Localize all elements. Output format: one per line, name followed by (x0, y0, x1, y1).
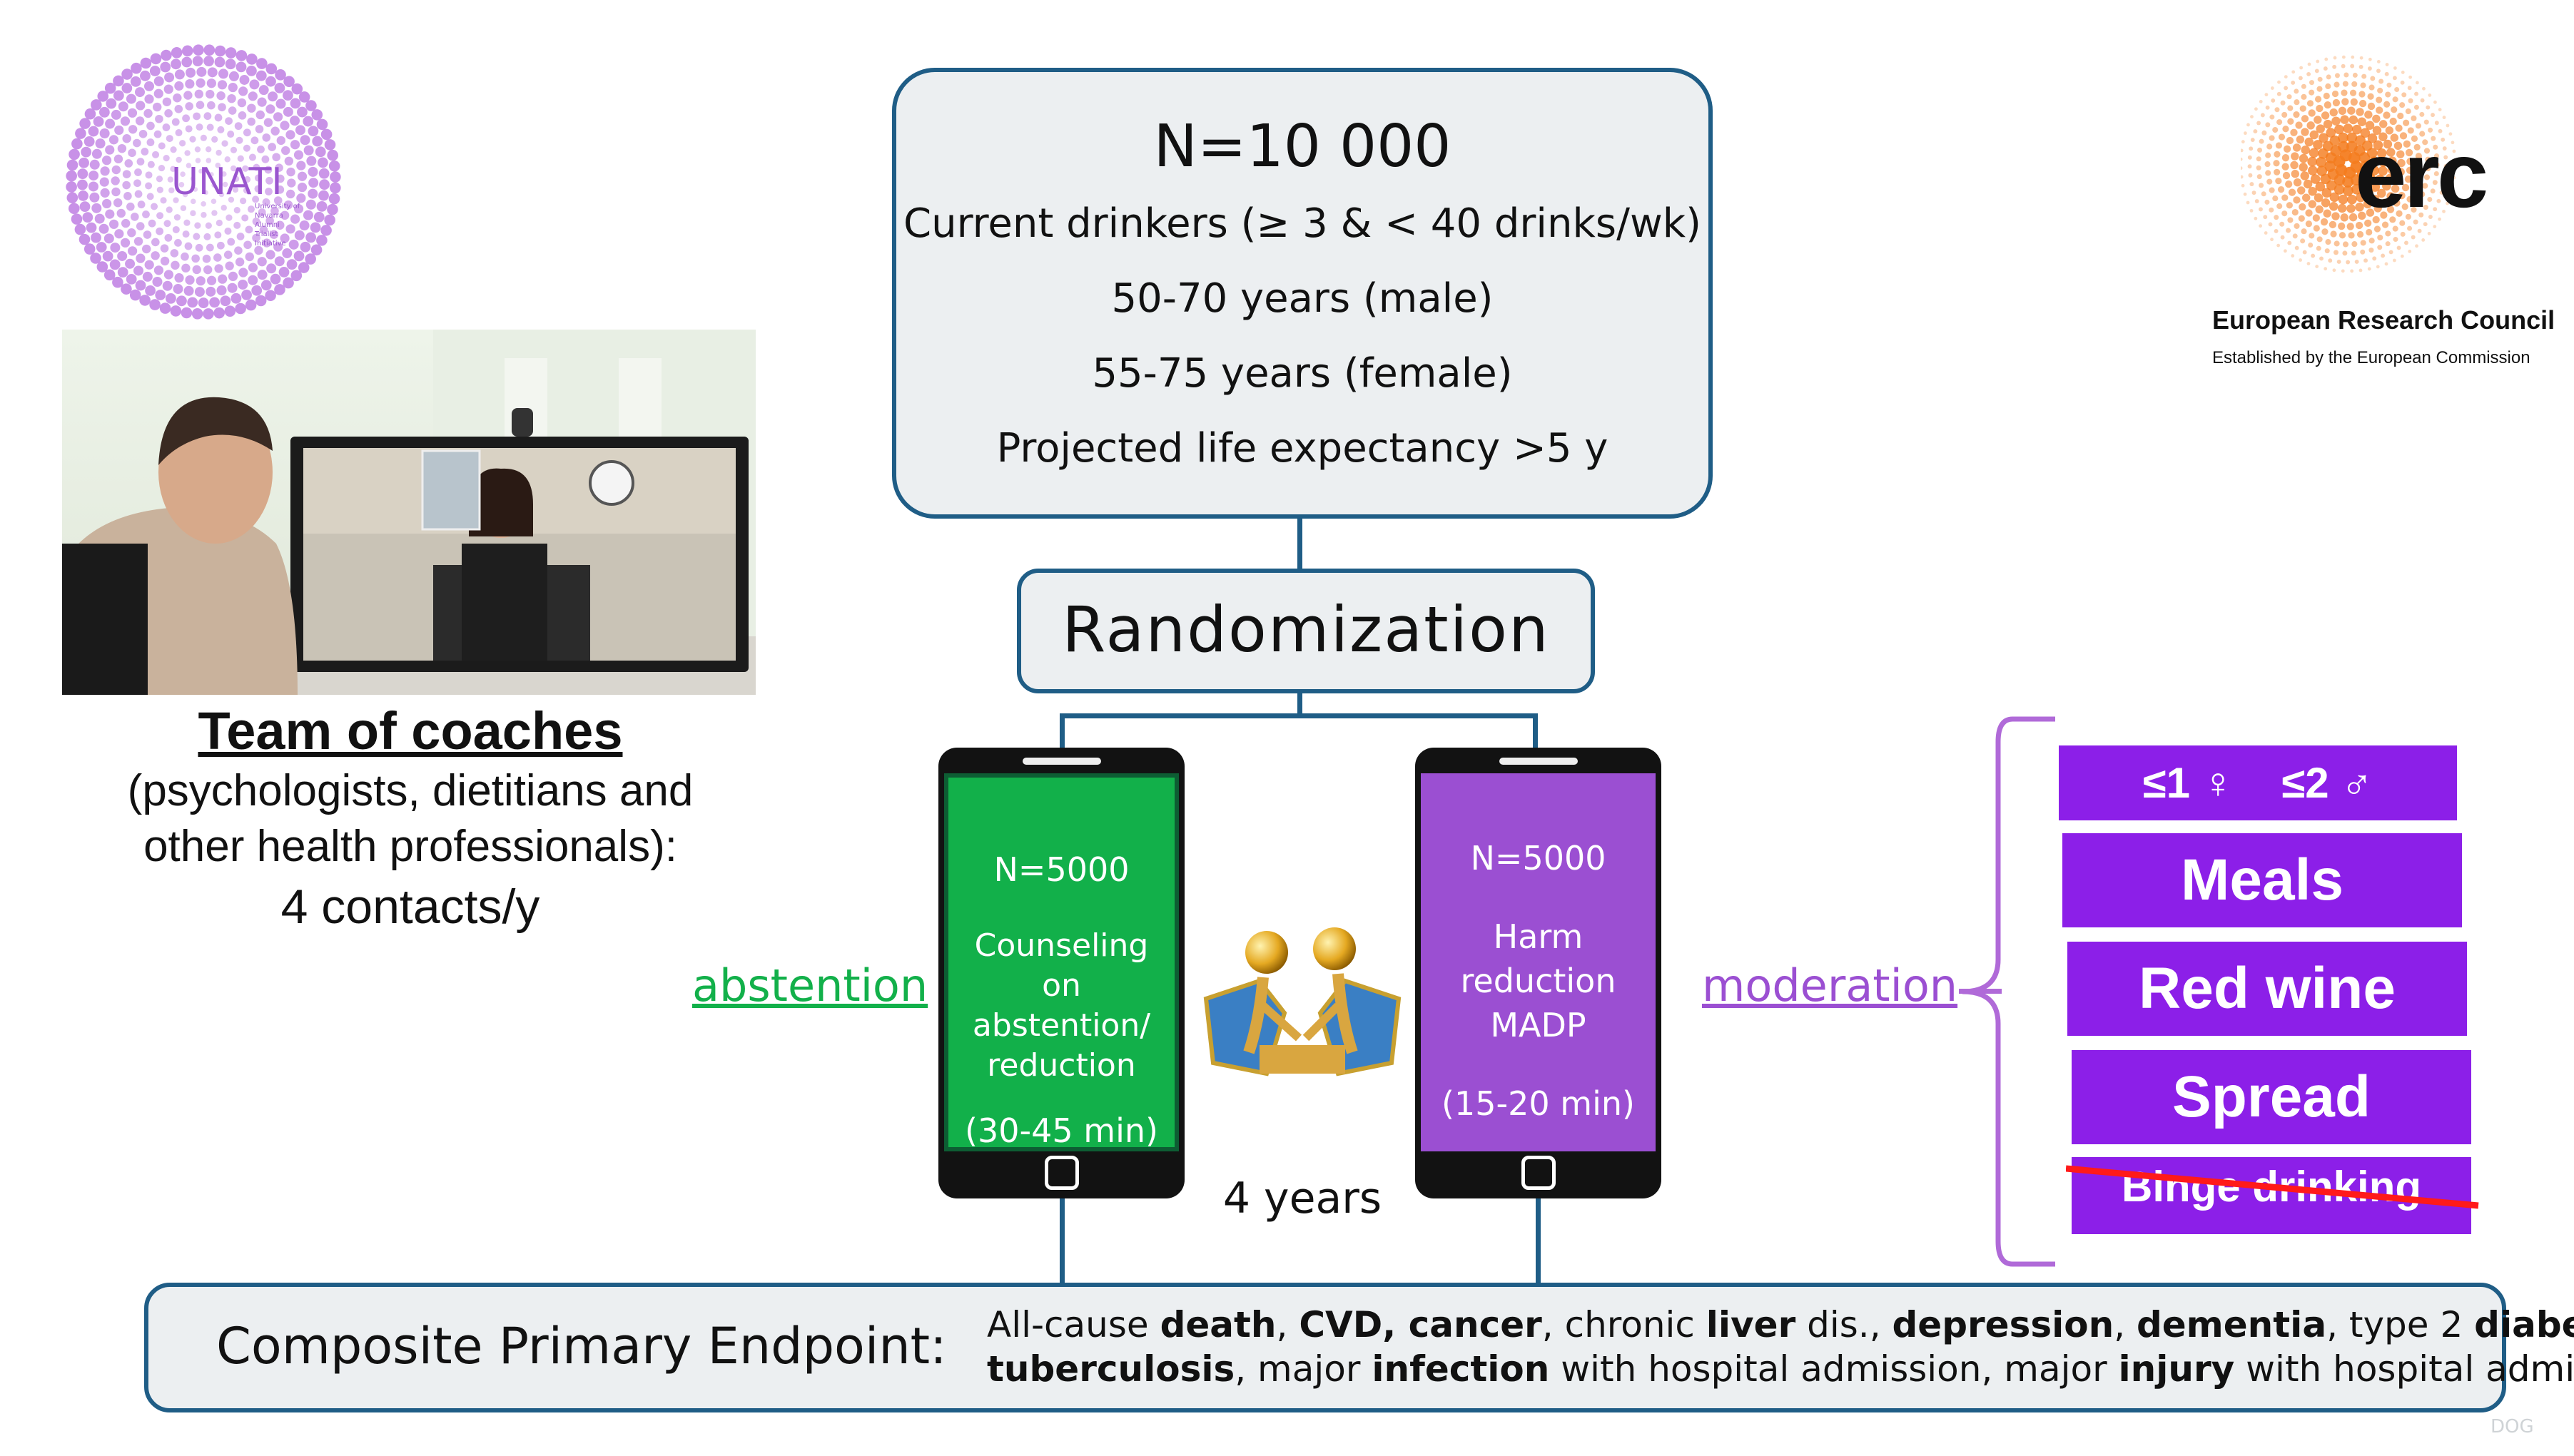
endpoint-term: All-cause (987, 1304, 1160, 1345)
left-arm-n: N=5000 (993, 850, 1130, 889)
population-line-4: Projected life expectancy >5 y (996, 425, 1608, 472)
endpoint-term: with hospital admission (2246, 1348, 2574, 1390)
rule-binge-drinking: Binge drinking (2072, 1157, 2471, 1234)
erc-logo: erc European Research Council Establishe… (2198, 43, 2555, 385)
endpoint-term: , (2114, 1304, 2137, 1345)
footer-mark: DOG (2491, 1416, 2534, 1437)
moderation-label: moderation (1702, 959, 1958, 1012)
population-box: N=10 000 Current drinkers (≥ 3 & < 40 dr… (892, 68, 1713, 519)
connector-branch-right (1533, 713, 1538, 750)
left-arm-line-2: on (1042, 967, 1081, 1004)
left-arm-screen: N=5000 Counseling on abstention/ reducti… (944, 773, 1179, 1151)
rule-red-wine: Red wine (2067, 942, 2467, 1036)
coaches-contacts: 4 contacts/y (280, 880, 540, 934)
rule-spread: Spread (2072, 1050, 2471, 1144)
right-arm-line-2: reduction (1460, 962, 1616, 1000)
moderation-arrow-line (1959, 989, 2002, 994)
population-line-1: Current drinkers (≥ 3 & < 40 drinks/wk) (903, 200, 1702, 247)
coaches-line-2: other health professionals): (143, 822, 677, 871)
unati-logo-name: UNATI (171, 161, 283, 203)
limits-bar: ≤1 ♀ ≤2 ♂ (2059, 745, 2457, 820)
endpoint-term: dementia (2136, 1304, 2327, 1345)
strike-line (2065, 1156, 2480, 1213)
unati-dots-icon (66, 44, 341, 320)
endpoint-term: , (1276, 1304, 1299, 1345)
endpoint-term: , type 2 (2326, 1304, 2475, 1345)
right-arm-line-3: MADP (1490, 1006, 1586, 1044)
endpoint-box: Composite Primary Endpoint: All-cause de… (144, 1283, 2574, 1412)
right-arm-line-1: Harm (1493, 917, 1584, 956)
left-arm-line-3: abstention/ (972, 1007, 1151, 1044)
connector-randomization-down (1297, 693, 1302, 718)
left-arm-duration: (30-45 min) (965, 1111, 1158, 1150)
endpoint-term: , major (1235, 1348, 1372, 1390)
endpoint-term: with hospital admission, major (1549, 1348, 2119, 1390)
endpoint-term: injury (2118, 1348, 2235, 1390)
randomization-box: Randomization (1017, 569, 1595, 693)
coaches-block: Team of coaches (psychologists, dietitia… (64, 699, 756, 939)
left-phone-home-button (1044, 1156, 1079, 1190)
erc-logo-name: European Research Council (2212, 305, 2555, 335)
erc-dots-icon (2241, 55, 2457, 273)
connector-branch-left (1060, 713, 1065, 750)
endpoint-term: dis., (1795, 1304, 1893, 1345)
endpoint-term: , chronic (1541, 1304, 1706, 1345)
duration-label: 4 years (1222, 1174, 1382, 1223)
unati-logo: UNATI University of Navarra Alumni Trial… (61, 39, 346, 325)
left-arm-phone: N=5000 Counseling on abstention/ reducti… (938, 748, 1185, 1198)
erc-logo-tagline: Established by the European Commission (2212, 348, 2530, 367)
connector-left-endpoint (1060, 1198, 1065, 1284)
right-arm-phone: N=5000 Harm reduction MADP (15-20 min) (1415, 748, 1661, 1198)
endpoint-term: liver (1706, 1304, 1796, 1345)
endpoint-label: Composite Primary Endpoint: (216, 1317, 947, 1375)
abstention-label: abstention (692, 959, 928, 1012)
endpoint-term: death (1160, 1304, 1277, 1345)
connector-branch-bar (1060, 713, 1538, 718)
telehealth-photo (62, 330, 756, 695)
left-arm-line-1: Counseling (974, 927, 1149, 964)
endpoint-term: tuberculosis (987, 1348, 1235, 1390)
coaches-title: Team of coaches (198, 701, 623, 760)
unati-logo-subtitle: University of Navarra Alumni Trialist In… (255, 203, 300, 248)
population-title: N=10 000 (1153, 113, 1451, 180)
erc-logo-mark: erc (2355, 123, 2488, 227)
right-arm-screen: N=5000 Harm reduction MADP (15-20 min) (1421, 773, 1656, 1151)
connector-right-endpoint (1536, 1198, 1541, 1284)
endpoint-line-1: All-cause death, CVD, cancer, chronic li… (987, 1303, 2574, 1347)
coaching-figures-icon (1192, 920, 1413, 1091)
endpoint-term: infection (1372, 1348, 1550, 1390)
right-phone-home-button (1521, 1156, 1556, 1190)
left-phone-speaker (1022, 758, 1101, 765)
coaches-line-1: (psychologists, dietitians and (127, 766, 694, 815)
connector-population (1297, 519, 1302, 569)
population-line-2: 50-70 years (male) (1111, 275, 1494, 322)
right-arm-n: N=5000 (1470, 839, 1606, 877)
endpoint-term: depression (1892, 1304, 2114, 1345)
randomization-label: Randomization (1062, 593, 1550, 666)
right-arm-duration: (15-20 min) (1441, 1084, 1635, 1123)
endpoint-term: CVD, cancer (1299, 1304, 1542, 1345)
endpoint-line-2: tuberculosis, major infection with hospi… (987, 1347, 2574, 1391)
right-phone-speaker (1499, 758, 1578, 765)
population-line-3: 55-75 years (female) (1092, 350, 1513, 397)
rule-meals: Meals (2062, 833, 2462, 927)
endpoint-term: diabetes (2474, 1304, 2574, 1345)
left-arm-line-4: reduction (987, 1047, 1136, 1084)
